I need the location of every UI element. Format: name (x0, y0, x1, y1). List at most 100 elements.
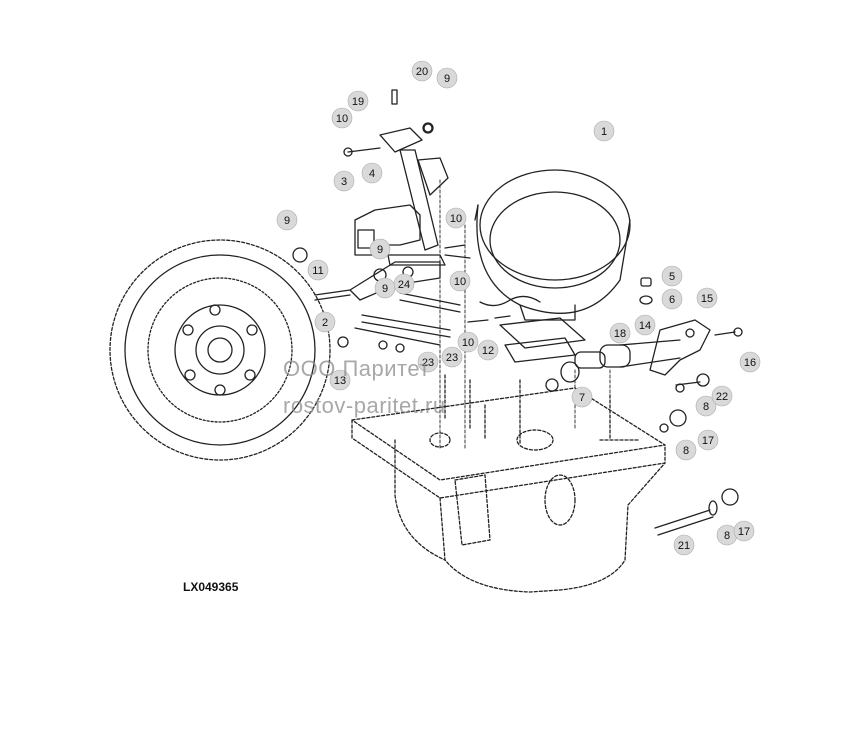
callout-c18: 18 (609, 322, 631, 344)
callout-circle (697, 429, 719, 451)
callout-circle (739, 351, 761, 373)
callout-circle (436, 67, 458, 89)
callout-number: 9 (444, 73, 450, 85)
callout-number: 8 (703, 401, 709, 413)
callout-circle (307, 259, 329, 281)
callout-number: 7 (579, 392, 585, 404)
watermark-website: rostov-paritet.ru (283, 393, 446, 418)
callout-c19: 19 (347, 90, 369, 112)
callout-circle (571, 386, 593, 408)
callout-circle (733, 520, 755, 542)
callout-circle (276, 209, 298, 231)
callout-c11: 11 (307, 259, 329, 281)
callout-circle (634, 314, 656, 336)
callout-circle (696, 287, 718, 309)
callout-circle (449, 270, 471, 292)
callout-number: 24 (398, 279, 410, 291)
callout-c23b: 23 (441, 346, 463, 368)
callout-c2: 2 (314, 311, 336, 333)
callout-number: 17 (702, 435, 714, 447)
callout-circle (695, 395, 717, 417)
callout-number: 9 (284, 215, 290, 227)
callout-number: 18 (614, 328, 626, 340)
callout-number: 11 (312, 265, 323, 277)
callout-c9c: 9 (369, 238, 391, 260)
callout-c8c: 8 (716, 524, 738, 546)
callout-number: 9 (382, 283, 388, 295)
drawing-reference-code: LX049365 (183, 580, 239, 594)
gear-wheel (109, 239, 331, 461)
callout-c17b: 17 (733, 520, 755, 542)
callout-number: 22 (716, 391, 728, 403)
callout-c10c: 10 (449, 270, 471, 292)
callout-number: 20 (416, 66, 428, 78)
callout-circle (445, 207, 467, 229)
callout-number: 17 (738, 526, 750, 538)
callout-number: 5 (669, 271, 675, 283)
callout-number: 21 (678, 540, 690, 552)
small-parts (639, 277, 739, 536)
callout-circle (441, 346, 463, 368)
callout-number: 2 (322, 317, 328, 329)
callout-number: 23 (446, 352, 458, 364)
callout-c10a: 10 (331, 107, 353, 129)
pins-bolts (292, 123, 511, 353)
callout-circle (331, 107, 353, 129)
callout-c9d: 9 (374, 277, 396, 299)
callout-c13: 13 (329, 369, 351, 391)
callout-number: 9 (377, 244, 383, 256)
callout-c24: 24 (393, 273, 415, 295)
callout-number: 8 (683, 445, 689, 457)
callout-c9a: 9 (436, 67, 458, 89)
callout-circle (347, 90, 369, 112)
callout-c4: 4 (361, 162, 383, 184)
callout-number: 16 (744, 357, 756, 369)
callout-circle (661, 288, 683, 310)
callout-circle (457, 331, 479, 353)
callout-number: 10 (336, 113, 348, 125)
callout-c3: 3 (333, 170, 355, 192)
callout-circle (711, 385, 733, 407)
callout-number: 19 (352, 96, 364, 108)
callout-c9b: 9 (276, 209, 298, 231)
callout-circle (314, 311, 336, 333)
callout-circle (673, 534, 695, 556)
callout-circle (369, 238, 391, 260)
brake-band (474, 169, 631, 321)
callout-c8a: 8 (695, 395, 717, 417)
callout-c23a: 23 (417, 351, 439, 373)
callout-c10d: 10 (457, 331, 479, 353)
callout-c14: 14 (634, 314, 656, 336)
callout-c15: 15 (696, 287, 718, 309)
transmission-housing (351, 374, 666, 593)
callout-number: 6 (669, 294, 675, 306)
callout-c16: 16 (739, 351, 761, 373)
callout-c20: 20 (411, 60, 433, 82)
callout-circle (675, 439, 697, 461)
callout-c17a: 17 (697, 429, 719, 451)
callout-circle (417, 351, 439, 373)
callout-number: 10 (462, 337, 474, 349)
callout-circle (661, 265, 683, 287)
callout-c12: 12 (477, 339, 499, 361)
callout-c5: 5 (661, 265, 683, 287)
callout-circle (609, 322, 631, 344)
watermark-company: ООО Паритет (283, 356, 430, 381)
callout-number: 10 (450, 213, 462, 225)
callout-c7: 7 (571, 386, 593, 408)
callout-circle (411, 60, 433, 82)
callout-number: 3 (341, 176, 347, 188)
callout-c21: 21 (673, 534, 695, 556)
callout-c1: 1 (593, 120, 615, 142)
callout-c22: 22 (711, 385, 733, 407)
callout-number: 13 (334, 375, 346, 387)
callout-labels: 1234567888999910101010111213141516171718… (276, 60, 761, 556)
callout-circle (329, 369, 351, 391)
callout-c6: 6 (661, 288, 683, 310)
callout-number: 12 (482, 345, 494, 357)
callout-number: 10 (454, 276, 466, 288)
callout-c10b: 10 (445, 207, 467, 229)
callout-number: 1 (601, 126, 607, 138)
lever-assembly (343, 89, 449, 256)
